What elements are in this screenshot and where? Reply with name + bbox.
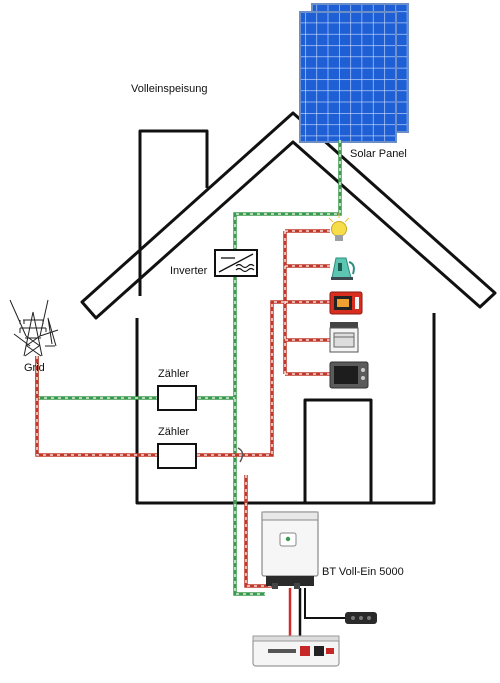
inverter-icon — [214, 249, 258, 277]
battery-icon — [252, 635, 340, 667]
bulb-icon — [328, 213, 350, 241]
kettle-icon — [331, 257, 355, 280]
meter-icon — [157, 385, 197, 411]
solar-panel-label: Solar Panel — [350, 148, 407, 160]
socket-strip-icon — [345, 612, 377, 624]
microwave-icon — [329, 291, 363, 315]
solar-panel-icon — [299, 3, 409, 143]
grid-label: Grid — [24, 362, 45, 374]
inverter-label: Inverter — [170, 265, 208, 277]
power-tower-icon — [9, 299, 59, 357]
meter-label-1: Zähler — [158, 368, 190, 380]
chimney — [138, 129, 209, 296]
device-label: BT Voll-Ein 5000 — [322, 566, 404, 578]
meter-icon — [157, 443, 197, 469]
hybrid-inverter-icon — [261, 511, 319, 589]
diagram-title: Volleinspeisung — [131, 83, 208, 95]
house-walls — [135, 313, 436, 505]
wiring — [35, 140, 348, 640]
door — [303, 398, 373, 505]
stove-icon — [329, 322, 359, 353]
house — [80, 111, 497, 505]
roof-outer — [80, 111, 497, 320]
meter-label-2: Zähler — [158, 426, 190, 438]
tv-icon — [329, 361, 369, 389]
